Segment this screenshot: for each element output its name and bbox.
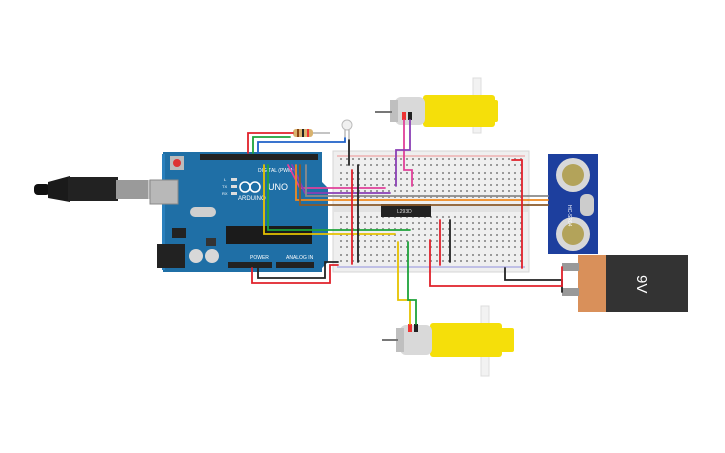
wire-black-gnd [257, 261, 339, 279]
led-icon[interactable] [341, 119, 353, 140]
ultrasonic-label: HC-SR04 [566, 205, 572, 227]
l293d-driver-chip[interactable]: L293D [381, 204, 431, 217]
battery-label: 9V [633, 275, 650, 293]
wires [247, 119, 563, 325]
wire-green-header [252, 136, 291, 154]
wire-red-rail [511, 159, 523, 269]
wire-orange [295, 164, 529, 201]
wire-green-motor [407, 241, 417, 325]
rx-label: RX [222, 191, 228, 196]
wire-pink-motor [403, 119, 413, 187]
wire-red-power [251, 264, 339, 284]
analog-pins-label: ANALOG IN [286, 255, 314, 261]
wire-yellow-motor [397, 241, 411, 325]
wire-green-2 [267, 164, 411, 231]
arduino-uno-board[interactable]: ARDUINO UNO DIGITAL (PWM~) POWER ANALOG … [149, 152, 328, 272]
arduino-model-label: UNO [268, 182, 288, 192]
driver-chip-label: L293D [397, 209, 412, 215]
digital-pins-label: DIGITAL (PWM~) [258, 168, 297, 174]
battery-9v[interactable]: 9V [562, 255, 688, 312]
top-gear-motor[interactable] [375, 77, 498, 134]
wire-brown [299, 164, 529, 206]
hc-sr04-ultrasonic-sensor[interactable]: HC-SR04 [548, 154, 598, 254]
wire-red-battery [429, 239, 563, 287]
arduino-brand-label: ARDUINO [238, 196, 266, 202]
wire-red-resistor [247, 132, 294, 154]
arduino-logo-icon [239, 181, 261, 193]
breadboard-holes [340, 158, 522, 262]
wire-gray-2 [305, 164, 529, 197]
l-led-label: L [224, 177, 227, 182]
wire-purple-motor [395, 119, 411, 187]
reset-button-icon[interactable] [170, 156, 184, 170]
power-pins-label: POWER [250, 255, 269, 261]
wire-blue-header [257, 137, 346, 154]
tx-label: TX [222, 184, 227, 189]
bottom-gear-motor[interactable] [382, 305, 514, 377]
usb-cable-icon[interactable] [34, 176, 168, 202]
